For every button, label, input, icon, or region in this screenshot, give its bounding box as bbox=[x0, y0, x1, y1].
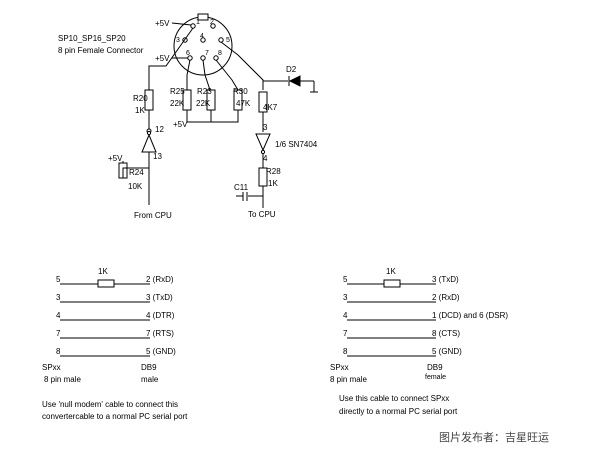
connector-subtitle: 8 pin Female Connector bbox=[58, 46, 144, 55]
inverter-right-bubble bbox=[260, 149, 266, 155]
inverter-left-bubble bbox=[146, 130, 152, 136]
right-cable-diagram: 1K 5 3 (TxD) 3 2 (RxD) 4 1 (DCD) and 6 (… bbox=[330, 267, 508, 416]
pin-4-dot bbox=[200, 37, 206, 43]
connector-body bbox=[173, 16, 233, 76]
r25-value: 22K bbox=[170, 99, 185, 108]
wire bbox=[220, 41, 264, 90]
pin-label-1: 1 bbox=[196, 19, 200, 26]
r20-value: 1K bbox=[135, 106, 145, 115]
gate-left-out-pin: 13 bbox=[153, 152, 162, 161]
c11-label: C11 bbox=[234, 183, 249, 192]
pin-2-dot bbox=[210, 23, 216, 29]
right-conn-right-name: DB9 bbox=[427, 363, 443, 372]
left-conn-left-type: 8 pin male bbox=[44, 375, 81, 384]
wire bbox=[122, 167, 149, 178]
right-row-left-pin: 3 bbox=[343, 293, 348, 302]
inverter-right bbox=[255, 133, 271, 152]
from-cpu-label: From CPU bbox=[134, 211, 172, 220]
right-resistor-label: 1K bbox=[386, 267, 396, 276]
r25-label: R25 bbox=[170, 87, 185, 96]
left-conn-right-type: male bbox=[141, 375, 159, 384]
pin-label-6: 6 bbox=[186, 50, 190, 57]
left-cable-diagram: 1K 5 2 (RxD) 3 3 (TxD) 4 4 (DTR) 7 7 (RT… bbox=[42, 267, 188, 421]
r30-label: R30 bbox=[233, 87, 248, 96]
r24-label: R24 bbox=[129, 168, 144, 177]
pin-label-4: 4 bbox=[200, 33, 204, 40]
left-resistor bbox=[97, 279, 115, 288]
diode-d2: D2 bbox=[263, 65, 318, 93]
gate-name-label: 1/6 SN7404 bbox=[275, 140, 318, 149]
right-resistor bbox=[383, 279, 401, 288]
left-note-line2: convertercable to a normal PC serial por… bbox=[42, 412, 188, 421]
left-row-right-pin: 7 (RTS) bbox=[146, 329, 174, 338]
wire bbox=[171, 22, 192, 26]
left-conn-right-name: DB9 bbox=[141, 363, 157, 372]
din-connector: 1 2 3 4 5 6 7 8 bbox=[173, 13, 233, 76]
to-cpu-label: To CPU bbox=[248, 210, 276, 219]
pin-label-3: 3 bbox=[176, 37, 180, 44]
left-resistor-label: 1K bbox=[98, 267, 108, 276]
right-row-left-pin: 5 bbox=[343, 275, 348, 284]
left-row-left-pin: 8 bbox=[56, 347, 61, 356]
r20-label: R20 bbox=[133, 94, 148, 103]
diode-triangle bbox=[288, 75, 301, 87]
right-row-left-pin: 4 bbox=[343, 311, 348, 320]
wire bbox=[202, 59, 211, 91]
plus5v-label-r24: +5V bbox=[108, 154, 123, 163]
right-note-line2: directly to a normal PC serial port bbox=[339, 407, 458, 416]
pin-label-7: 7 bbox=[205, 50, 209, 57]
pin-label-8: 8 bbox=[218, 50, 222, 57]
plus5v-label-mid: +5V bbox=[155, 54, 170, 63]
right-note-line1: Use this cable to connect SPxx bbox=[339, 394, 449, 403]
left-row-left-pin: 7 bbox=[56, 329, 61, 338]
inverter-left bbox=[141, 133, 157, 153]
wire bbox=[186, 110, 239, 123]
watermark-text: 图片发布者：吉星旺运 bbox=[439, 430, 549, 444]
plus5v-label-bus: +5V bbox=[173, 120, 188, 129]
right-row-left-pin: 7 bbox=[343, 329, 348, 338]
left-row-left-pin: 4 bbox=[56, 311, 61, 320]
pin-1-dot bbox=[190, 23, 196, 29]
left-conn-left-name: SPxx bbox=[42, 363, 61, 372]
schematic: SP10_SP16_SP20 8 pin Female Connector 1 … bbox=[58, 13, 318, 220]
connector-title: SP10_SP16_SP20 bbox=[58, 34, 126, 43]
d2-label: D2 bbox=[286, 65, 297, 74]
r23-value: 22K bbox=[196, 99, 211, 108]
right-conn-left-type: 8 pin male bbox=[330, 375, 367, 384]
right-row-right-pin: 1 (DCD) and 6 (DSR) bbox=[432, 311, 508, 320]
left-row-right-pin: 3 (TxD) bbox=[146, 293, 173, 302]
right-row-left-pin: 8 bbox=[343, 347, 348, 356]
right-conn-left-name: SPxx bbox=[330, 363, 349, 372]
right-row-right-pin: 8 (CTS) bbox=[432, 329, 460, 338]
pin-label-2: 2 bbox=[210, 19, 214, 26]
res-4k7-value: 4K7 bbox=[263, 103, 278, 112]
gate-right-in-pin: 3 bbox=[263, 123, 268, 132]
left-row-left-pin: 3 bbox=[56, 293, 61, 302]
left-note-line1: Use 'null modem' cable to connect this bbox=[42, 400, 178, 409]
pin-3-dot bbox=[182, 37, 188, 43]
left-row-right-pin: 4 (DTR) bbox=[146, 311, 175, 320]
right-row-right-pin: 2 (RxD) bbox=[432, 293, 460, 302]
r24-value: 10K bbox=[128, 182, 143, 191]
r30-value: 47K bbox=[236, 99, 251, 108]
wire bbox=[148, 27, 194, 90]
left-row-right-pin: 5 (GND) bbox=[146, 347, 176, 356]
gate-left-in-pin: 12 bbox=[155, 125, 164, 134]
connector-key bbox=[197, 13, 209, 21]
right-row-right-pin: 3 (TxD) bbox=[432, 275, 459, 284]
left-row-left-pin: 5 bbox=[56, 275, 61, 284]
wire bbox=[186, 59, 191, 90]
pin-label-5: 5 bbox=[226, 37, 230, 44]
r28-value: 1K bbox=[268, 179, 278, 188]
right-row-right-pin: 5 (GND) bbox=[432, 347, 462, 356]
pin-5-dot bbox=[218, 37, 224, 43]
r28-label: R28 bbox=[266, 167, 281, 176]
right-conn-right-type: female bbox=[425, 374, 446, 381]
gate-right-out-pin: 4 bbox=[263, 154, 268, 163]
plus5v-label-top: +5V bbox=[155, 19, 170, 28]
wire bbox=[215, 59, 239, 91]
r23-label: R23 bbox=[197, 87, 212, 96]
left-row-right-pin: 2 (RxD) bbox=[146, 275, 174, 284]
